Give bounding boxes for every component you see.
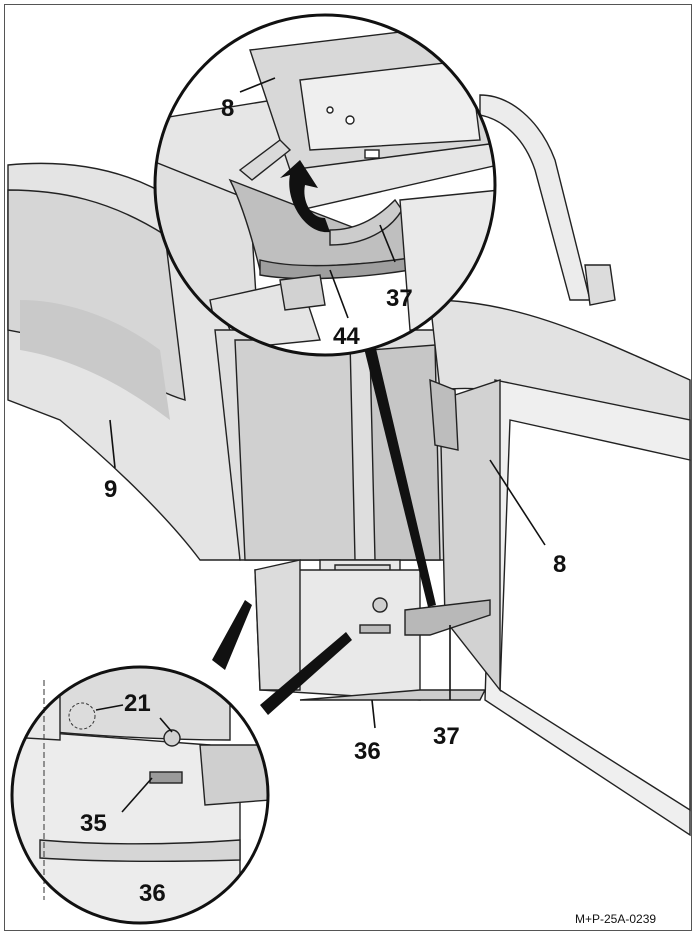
hidden-hole-outline: [68, 702, 96, 730]
block-36: [254, 559, 487, 701]
detail-circle-top: [153, 13, 497, 357]
callout-37-main: 37: [433, 723, 460, 750]
callout-35: 35: [80, 810, 107, 837]
center-column: [214, 329, 451, 601]
leader-21-dash: [95, 704, 124, 711]
detail-circle-bottom: [10, 665, 270, 925]
callout-9: 9: [104, 476, 118, 503]
callout-8-right: 8: [553, 551, 567, 578]
leader-8-right: [489, 459, 546, 546]
callout-8-top: 8: [221, 95, 235, 122]
rotate-arrow-icon: [280, 160, 330, 233]
leader-37-top: [379, 224, 396, 263]
callout-44: 44: [333, 323, 360, 350]
figure-reference: M+P-25A-0239: [575, 912, 657, 926]
bracket-37: [404, 599, 491, 636]
leader-21: [159, 717, 173, 733]
callout-36-main: 36: [354, 738, 381, 765]
leader-36-main: [371, 699, 376, 729]
callout-36-inset: 36: [139, 880, 166, 907]
callout-37-top: 37: [386, 285, 413, 312]
leader-44: [329, 269, 349, 319]
leader-9: [109, 419, 116, 469]
leader-8-top: [239, 77, 276, 93]
leader-lines: [212, 340, 436, 715]
callout-21: 21: [124, 690, 151, 717]
leader-35: [121, 777, 153, 813]
